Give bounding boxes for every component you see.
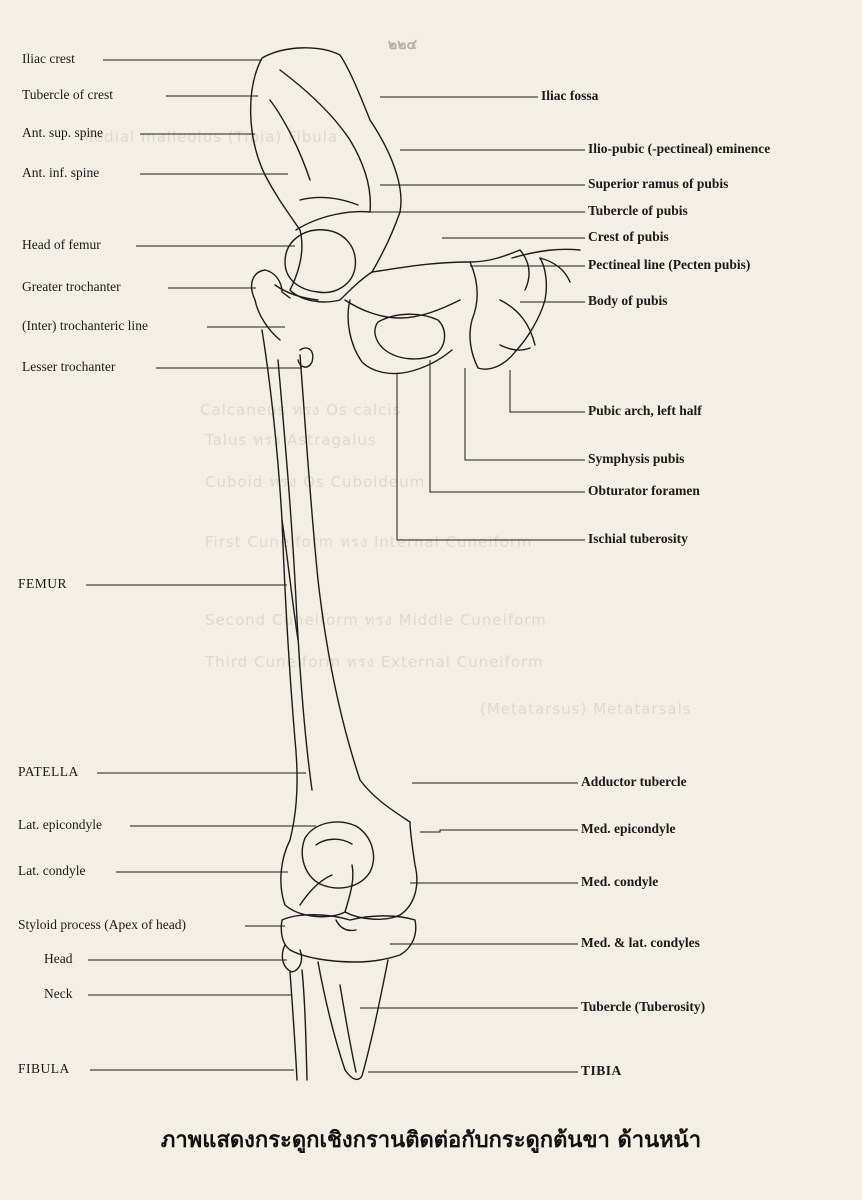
ilium-outline: [250, 47, 402, 303]
label-obturator-foramen: Obturator foramen: [588, 483, 700, 498]
label-greater-trochanter: Greater trochanter: [22, 279, 121, 294]
label-lesser-trochanter: Lesser trochanter: [22, 359, 116, 374]
tibia-head-outline: [280, 914, 417, 963]
label-femur: FEMUR: [18, 576, 68, 591]
patella-outline: [301, 821, 375, 889]
tibia-shaft-outline: [317, 959, 389, 1081]
label-fibula-neck: Neck: [44, 986, 73, 1001]
label-iliac-fossa: Iliac fossa: [541, 88, 599, 103]
label-tuberosity: Tubercle (Tuberosity): [581, 999, 706, 1014]
label-iliac-crest: Iliac crest: [22, 51, 75, 66]
femur-condyles-outline: [280, 821, 418, 920]
label-pubic-arch: Pubic arch, left half: [588, 403, 702, 418]
label-tibia: TIBIA: [581, 1063, 622, 1078]
bleed-through-text: Calcaneus ทรง Os calcis: [200, 401, 402, 419]
label-tubercle-of-pubis: Tubercle of pubis: [588, 203, 688, 218]
femur-shaft-outline: [261, 329, 298, 841]
label-med-condyle: Med. condyle: [581, 874, 659, 889]
obturator-foramen-outline: [374, 313, 446, 360]
figure-caption: ภาพแสดงกระดูกเชิงกรานติดต่อกับกระดูกต้นข…: [160, 1128, 702, 1153]
fibula-shaft-outline: [289, 969, 308, 1081]
label-superior-ramus: Superior ramus of pubis: [588, 176, 729, 191]
label-ischial-tuberosity: Ischial tuberosity: [588, 531, 688, 546]
bleed-through-text: Second Cuneiform ทรง Middle Cuneiform: [205, 611, 547, 629]
bleed-through-text: Medial malleolus (Tibia) Fibula: [80, 128, 339, 146]
iliac-fossa-contour: [279, 69, 372, 213]
bleed-through-text: First Cuneiform ทรง Internal Cuneiform: [205, 533, 533, 551]
label-ant-inf-spine: Ant. inf. spine: [22, 165, 100, 180]
label-crest-of-pubis: Crest of pubis: [588, 229, 669, 244]
page-number: ๒๒๔: [388, 37, 418, 53]
bleed-through-text: Talus ทรง Astragalus: [205, 431, 377, 449]
label-symphysis-pubis: Symphysis pubis: [588, 451, 685, 466]
label-med-epicondyle: Med. epicondyle: [581, 821, 676, 836]
fibula-head-outline: [281, 944, 303, 973]
label-lat-epicondyle: Lat. epicondyle: [18, 817, 102, 832]
label-fibula-head: Head: [44, 951, 73, 966]
bleed-through-text: (Metatarsus) Metatarsals: [480, 700, 692, 718]
ischium-outline: [347, 299, 453, 375]
label-tubercle-of-crest: Tubercle of crest: [22, 87, 113, 102]
label-ant-sup-spine: Ant. sup. spine: [22, 125, 103, 140]
label-styloid-process: Styloid process (Apex of head): [18, 917, 186, 932]
label-body-of-pubis: Body of pubis: [588, 293, 668, 308]
label-lat-condyle: Lat. condyle: [18, 863, 86, 878]
label-fibula: FIBULA: [18, 1061, 70, 1076]
label-patella: PATELLA: [18, 764, 79, 779]
greater-trochanter-outline: [250, 269, 291, 301]
label-trochanteric-line: (Inter) trochanteric line: [22, 318, 148, 333]
label-ilio-pubic-eminence: Ilio-pubic (-pectineal) eminence: [588, 141, 771, 156]
label-pectineal-line: Pectineal line (Pecten pubis): [588, 257, 751, 272]
label-med-lat-condyles: Med. & lat. condyles: [581, 935, 700, 950]
superior-ramus-outline: [371, 249, 530, 291]
label-head-of-femur: Head of femur: [22, 237, 101, 252]
bleed-through-text: Cuboid ทรง Os Cuboideum: [205, 473, 426, 491]
label-adductor-tubercle: Adductor tubercle: [581, 774, 687, 789]
pubis-body-outline: [469, 257, 548, 370]
femoral-head-outline: [284, 229, 357, 294]
